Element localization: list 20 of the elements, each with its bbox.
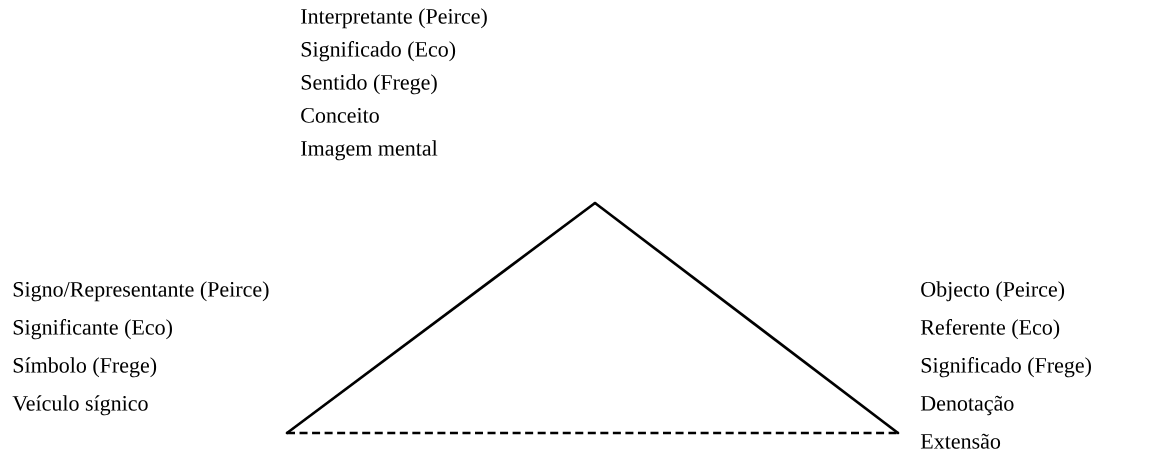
node-label: Extensão <box>920 433 1001 449</box>
node-label: Símbolo (Frege) <box>13 357 157 378</box>
node-label: Significado (Frege) <box>921 357 1091 378</box>
node-label: Conceito <box>301 107 379 123</box>
node-label: Sentido (Frege) <box>301 74 437 95</box>
triangle-side <box>594 201 899 435</box>
term-list: Interpretante (Peirce) Significado (Eco) Sentido (Frege) Conceito Imagem mental <box>301 8 487 161</box>
node-label: Significado (Eco) <box>301 41 456 62</box>
term-list: Objecto (Peirce) Referente (Eco) Significado (Frege) Denotação Extensão <box>920 281 1091 449</box>
node-label: Denotação <box>920 395 1014 416</box>
node-label: Veículo sígnico <box>12 395 148 416</box>
term-list: Signo/Representante (Peirce) Significante (Eco) Símbolo (Frege) Veículo sígnico <box>12 281 269 416</box>
node-label: Interpretante (Peirce) <box>301 8 487 29</box>
node-label: Signo/Representante (Peirce) <box>13 281 269 302</box>
triangle-side <box>287 431 898 435</box>
node-label: Imagem mental <box>301 140 438 161</box>
triangle-side <box>286 201 596 435</box>
node-label: Referente (Eco) <box>920 319 1060 340</box>
node-label: Significante (Eco) <box>13 319 172 340</box>
node-label: Objecto (Peirce) <box>921 281 1065 302</box>
